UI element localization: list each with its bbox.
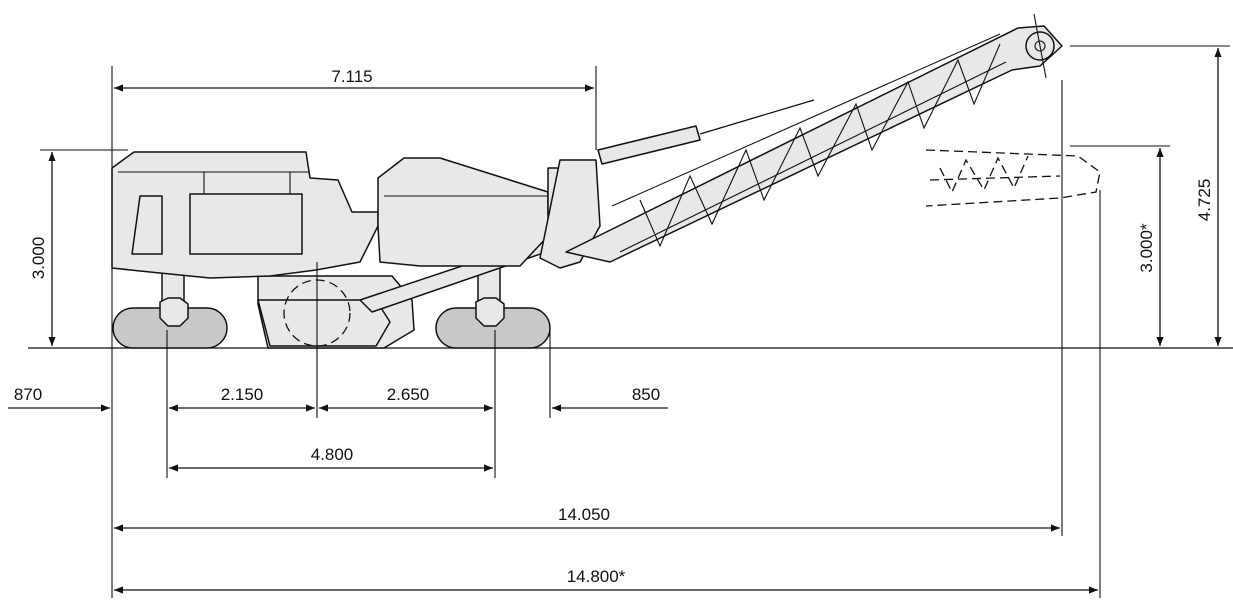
rear-hood	[377, 157, 549, 267]
reference-lines	[40, 45, 1230, 598]
dim-conveyor-height: 4.725	[1195, 179, 1214, 222]
cylinder-rod	[699, 99, 815, 135]
dimension-lines	[8, 48, 1222, 594]
dim-total-length: 14.050	[558, 505, 610, 524]
engine-door	[189, 193, 303, 255]
dim-rear-overhang: 850	[632, 385, 660, 404]
dim-drum-to-rear-track: 2.650	[387, 385, 430, 404]
hinge-arm	[539, 159, 601, 269]
dim-wheelbase: 4.800	[311, 445, 354, 464]
dim-total-length-alt: 14.800*	[567, 567, 626, 586]
drum-housing-plate	[257, 299, 391, 347]
pulley-axis	[1033, 13, 1047, 79]
alt-conveyor-truss	[929, 155, 1061, 194]
milling-machine-illustration	[111, 13, 1101, 349]
front-leg-foot	[159, 297, 189, 327]
dim-machine-height-left: 3.000	[29, 237, 48, 280]
cab-window	[131, 195, 163, 255]
dim-top-length: 7.115	[331, 67, 372, 86]
dim-front-overhang: 870	[14, 385, 42, 404]
rear-leg-foot	[475, 297, 505, 327]
hydraulic-cylinder	[597, 125, 701, 165]
dim-discharge-height: 3.000*	[1137, 223, 1156, 273]
dim-wheel-to-drum: 2.150	[221, 385, 264, 404]
dimension-labels: 7.115 3.000 4.725 3.000* 870 2.150 2.650…	[14, 67, 1214, 586]
discharge-conveyor	[565, 25, 1063, 263]
alt-conveyor-position	[925, 149, 1101, 207]
pulley-hub	[1034, 40, 1046, 52]
conveyor-truss	[611, 33, 1007, 253]
